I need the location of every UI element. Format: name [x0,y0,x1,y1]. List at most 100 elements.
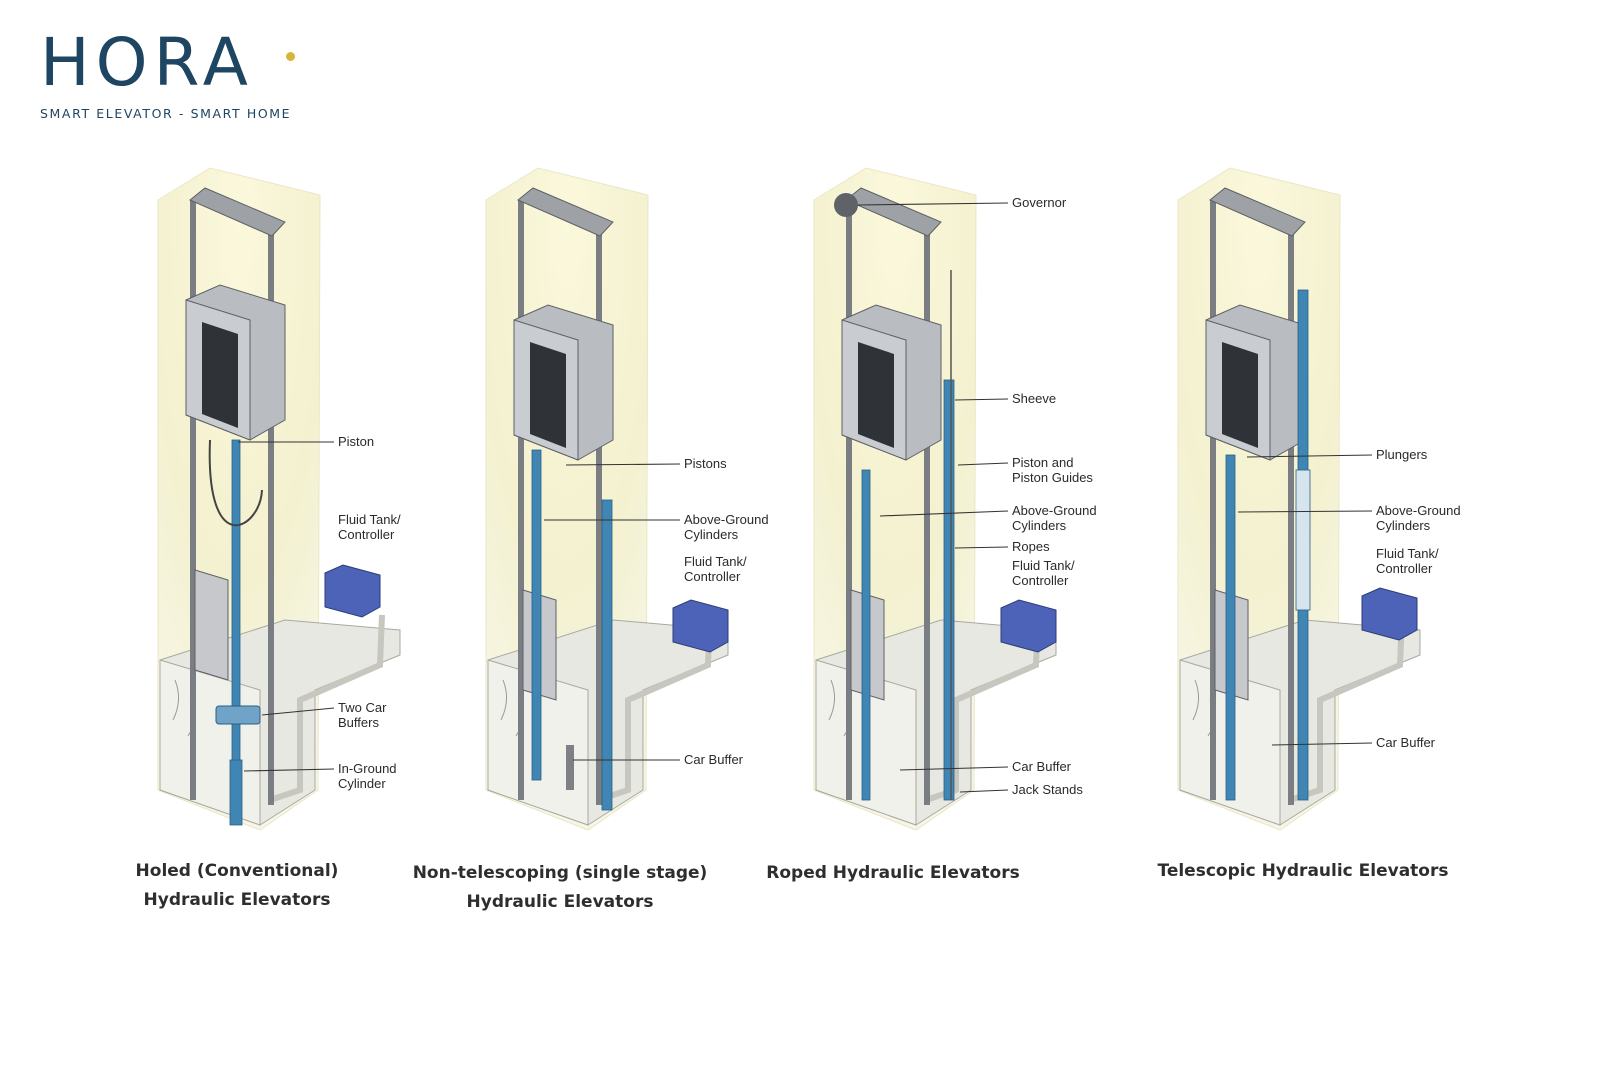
cabin-doorway [858,342,894,448]
piston [231,439,241,811]
callout-text: Cylinders [1376,518,1431,533]
leader-line [959,789,1009,793]
callout-text: Two Car [338,700,387,715]
callout-text: In-Ground [338,761,397,776]
logo-tagline: SMART ELEVATOR - SMART HOME [40,106,292,121]
callout-piston: Piston [238,434,374,449]
callout-text: Pistons [684,456,727,471]
guide-rail-right [924,225,930,805]
callout-text: Car Buffer [684,752,744,767]
elevator-caption: Holed (Conventional) [136,861,339,881]
callout-text: Piston Guides [1012,470,1093,485]
brand-logo: HORA SMART ELEVATOR - SMART HOME [40,30,330,130]
crosshead [189,187,286,237]
callout-pistons: Pistons [565,456,727,471]
callout-text: Controller [1376,561,1433,576]
elevator-caption: Non-telescoping (single stage) [413,863,708,883]
guide-rail-left [846,200,852,800]
leader-line [954,398,1009,401]
hoistway-door [194,569,229,681]
callout-text: Above-Ground [1012,503,1097,518]
elevator-caption: Hydraulic Elevators [144,890,331,910]
piston-right [601,499,613,811]
cabin-doorway [1222,342,1258,448]
callout-fluid-tank: Fluid Tank/Controller [1376,546,1439,576]
elevator-caption: Hydraulic Elevators [467,892,654,912]
guide-rail-right [596,225,602,805]
callout-text: Ropes [1012,539,1050,554]
hose [208,439,263,527]
guide-rail-right [1288,225,1294,805]
leader-line [857,202,1009,206]
callout-text: Fluid Tank/ [1376,546,1439,561]
leader-line [954,546,1009,549]
callout-text: Plungers [1376,447,1428,462]
leader-line [261,707,335,716]
leader-line [243,768,335,772]
logo-accent-dot [286,52,295,61]
plunger-left [1225,454,1236,801]
guide-rail-left [518,200,524,800]
floor-pipe [1289,614,1405,803]
leader-line [1237,510,1373,513]
callout-text: Controller [684,569,741,584]
leader-line [1246,454,1373,458]
floor-pipe [269,614,385,803]
callout-text: Above-Ground [684,512,769,527]
callout-text: Cylinders [684,527,739,542]
car-buffer [566,745,574,790]
side-piston [861,469,871,801]
callout-text: Car Buffer [1376,735,1436,750]
governor-wheel [834,193,858,217]
callout-text: Controller [1012,573,1069,588]
car-buffers [215,705,261,725]
callout-text: Jack Stands [1012,782,1083,797]
callout-text: Cylinder [338,776,386,791]
callout-text: Governor [1012,195,1067,210]
callout-car-buffer: Car Buffer [899,759,1072,774]
callout-jack-stands: Jack Stands [959,782,1083,797]
crosshead [517,187,614,237]
callout-fluid-tank: Fluid Tank/Controller [338,512,401,542]
callout-text: Piston and [1012,455,1073,470]
crosshead [1209,187,1306,237]
in-ground-cylinder [229,759,243,826]
fluid-tank [672,599,729,653]
callout-text: Fluid Tank/ [338,512,401,527]
telescopic-stage [1295,469,1311,611]
callout-text: Sheeve [1012,391,1056,406]
logo-wordmark: HORA [40,24,254,101]
cabin-doorway [202,322,238,428]
callout-text: Buffers [338,715,379,730]
leader-line [565,463,681,466]
crosshead [845,187,942,237]
fluid-tank [324,564,381,618]
callout-plungers: Plungers [1246,447,1428,462]
callout-fluid-tank: Fluid Tank/Controller [1012,558,1075,588]
callout-text: Piston [338,434,374,449]
callout-governor: Governor [857,195,1067,210]
callout-text: Car Buffer [1012,759,1072,774]
above-ground-cylinder [943,379,955,801]
leader-line [1271,742,1373,746]
callout-sheeve: Sheeve [954,391,1056,406]
callout-text: Cylinders [1012,518,1067,533]
callout-car-buffer: Car Buffer [1271,735,1436,750]
piston-left [531,449,542,781]
leader-line [899,766,1009,771]
callout-text: Fluid Tank/ [684,554,747,569]
fluid-tank [1361,587,1418,641]
callout-fluid-tank: Fluid Tank/Controller [684,554,747,584]
